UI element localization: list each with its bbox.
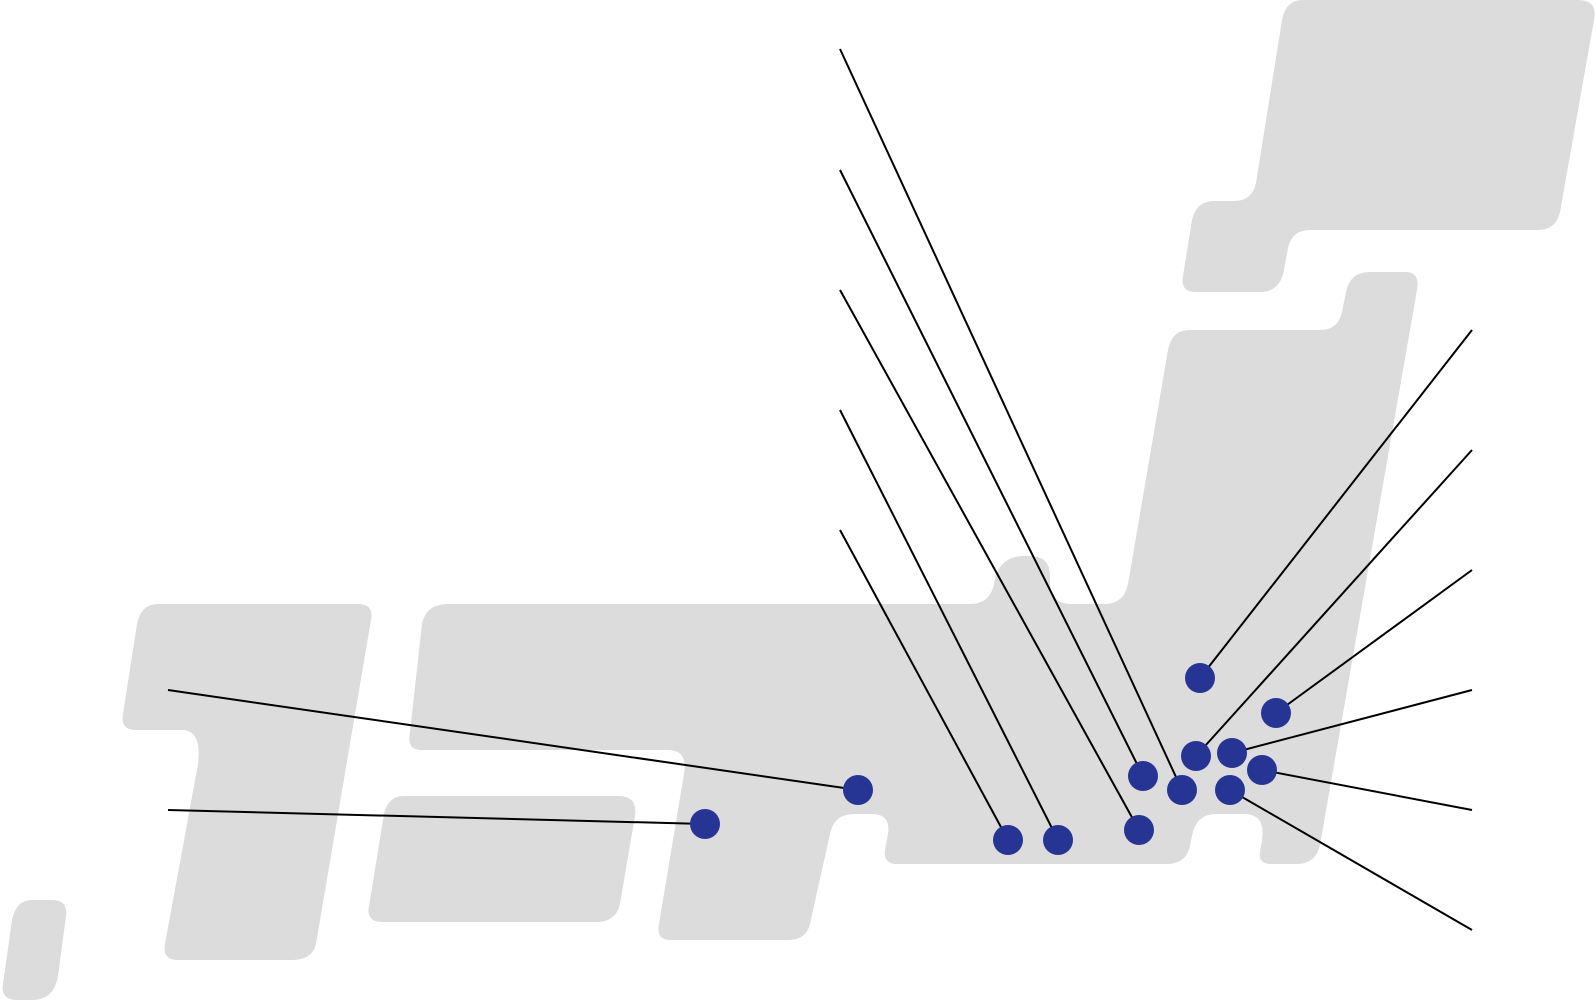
marker-10[interactable] <box>1261 698 1291 728</box>
marker-6[interactable] <box>1128 761 1158 791</box>
marker-5[interactable] <box>1124 815 1154 845</box>
marker-12[interactable] <box>1247 755 1277 785</box>
marker-2[interactable] <box>690 809 720 839</box>
marker-9[interactable] <box>1181 741 1211 771</box>
marker-11[interactable] <box>1217 738 1247 768</box>
leader-line-13 <box>1229 789 1473 931</box>
leader-line-8 <box>1199 329 1473 679</box>
leader-lines <box>167 48 1473 931</box>
leader-line-4 <box>839 409 1059 841</box>
marker-1[interactable] <box>843 775 873 805</box>
marker-4[interactable] <box>1043 825 1073 855</box>
location-markers <box>690 663 1291 855</box>
region-honshu <box>409 272 1418 940</box>
region-hokkaido <box>1182 0 1595 292</box>
leader-line-7 <box>839 48 1183 791</box>
region-okinawa <box>2 900 67 1000</box>
leader-line-12 <box>1261 769 1473 811</box>
leader-line-11 <box>1231 689 1473 754</box>
marker-7[interactable] <box>1167 775 1197 805</box>
region-kyushu <box>122 604 372 960</box>
leader-line-6 <box>839 169 1144 777</box>
leader-line-10 <box>1275 569 1473 714</box>
leader-line-1 <box>167 689 859 791</box>
leader-line-2 <box>167 809 706 825</box>
leader-line-9 <box>1195 449 1473 757</box>
marker-8[interactable] <box>1185 663 1215 693</box>
region-shikoku <box>368 796 636 922</box>
marker-13[interactable] <box>1215 775 1245 805</box>
marker-3[interactable] <box>993 825 1023 855</box>
leader-line-5 <box>839 289 1140 831</box>
leader-line-3 <box>839 529 1009 841</box>
